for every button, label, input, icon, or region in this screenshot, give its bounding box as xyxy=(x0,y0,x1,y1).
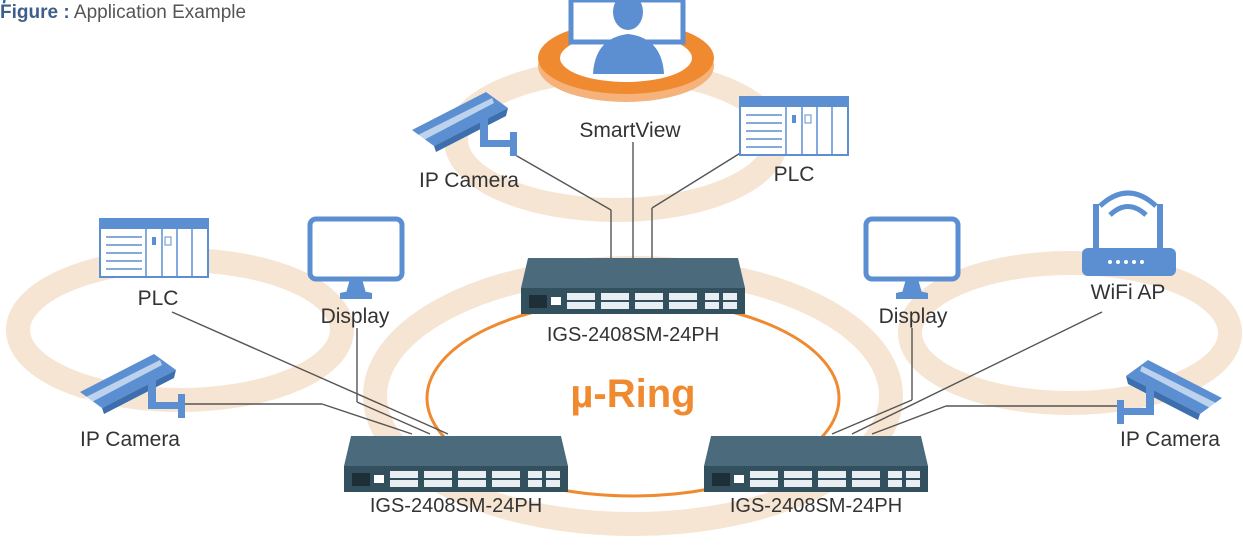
ring-label: µ-Ring xyxy=(570,372,696,416)
left-ip-camera-label: IP Camera xyxy=(80,428,180,451)
halo-right xyxy=(898,251,1242,415)
figure-prefix: Figure : xyxy=(0,2,70,23)
top-plc-label: PLC xyxy=(773,163,815,186)
wifi-ap-label: WiFi AP xyxy=(1090,281,1166,304)
figure-title: Application Example xyxy=(73,2,247,23)
switch-icon xyxy=(704,436,928,492)
plc-icon xyxy=(739,96,849,156)
halo-left xyxy=(6,248,354,412)
left-display-label: Display xyxy=(320,305,390,328)
wifi-router-icon xyxy=(1082,190,1176,276)
smartview-label: SmartView xyxy=(579,119,681,142)
switch-icon xyxy=(344,436,568,492)
left-switch-label: IGS-2408SM-24PH xyxy=(369,495,543,517)
right-switch-label: IGS-2408SM-24PH xyxy=(729,495,903,517)
plc-icon xyxy=(99,218,209,278)
person-monitor-icon xyxy=(538,0,714,102)
right-ip-camera-label: IP Camera xyxy=(1120,428,1220,451)
figure-marker: // xyxy=(0,0,27,8)
connection-lines xyxy=(171,142,1122,435)
top-ip-camera-label: IP Camera xyxy=(419,169,519,192)
left-plc-label: PLC xyxy=(137,287,179,310)
right-display-label: Display xyxy=(878,305,948,328)
figure-caption: Figure : Application Example xyxy=(0,2,246,24)
top-switch-label: IGS-2408SM-24PH xyxy=(546,324,720,346)
switch-icon xyxy=(521,258,745,314)
